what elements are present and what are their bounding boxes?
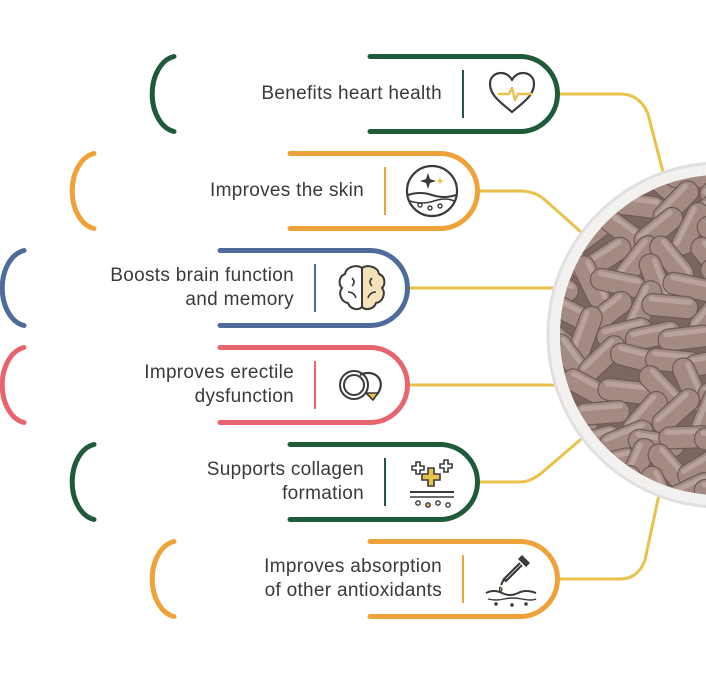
capsule (677, 445, 706, 487)
pill-divider (462, 555, 464, 603)
connector-line (558, 92, 667, 182)
capsule-highlight (603, 422, 645, 443)
pill-divider (462, 70, 464, 118)
pill-left-bracket (149, 539, 177, 619)
capsule (560, 175, 577, 206)
capsule-highlight (560, 216, 566, 246)
capsule (560, 479, 587, 495)
pill-frame (69, 442, 480, 522)
pill-frame (69, 151, 480, 231)
capsule-highlight (560, 455, 597, 466)
pill-frame (149, 54, 560, 134)
capsule-highlight (601, 320, 645, 335)
capsule-highlight (583, 239, 622, 267)
benefit-antioxidant-absorption: Improves absorption of other antioxidant… (149, 539, 560, 619)
pill-outline (287, 151, 480, 231)
capsule-highlight (604, 381, 649, 391)
pill-left-bracket (149, 54, 177, 134)
capsule-highlight (670, 274, 706, 289)
pill-divider (314, 361, 316, 409)
capsule-highlight (579, 403, 624, 412)
capsule-highlight (597, 270, 641, 285)
capsule-highlight (627, 284, 650, 326)
capsule (651, 388, 701, 435)
capsule-highlight (655, 391, 690, 423)
dropper-icon (485, 555, 537, 607)
capsule-highlight (560, 425, 570, 449)
capsule (565, 479, 622, 495)
capsule (700, 258, 706, 304)
capsule-highlight (560, 175, 565, 196)
capsule-highlight (625, 394, 657, 429)
benefit-label: Boosts brain function and memory (110, 265, 294, 310)
capsule (696, 215, 706, 252)
connector-line (478, 189, 592, 242)
pill-left-bracket (0, 345, 27, 425)
pill-divider (314, 264, 316, 312)
benefit-collagen: Supports collagen formation (69, 442, 480, 522)
collagen-plus-icon (410, 459, 454, 508)
capsule-highlight (560, 482, 579, 495)
circle-arrow-icon (339, 370, 382, 401)
benefit-label: Improves absorption of other antioxidant… (264, 556, 442, 601)
skin-sparkle-icon (405, 164, 459, 218)
brain-icon (338, 265, 386, 311)
pill-outline (367, 539, 560, 619)
benefit-label: Improves the skin (210, 180, 364, 201)
capsule-highlight (570, 482, 614, 495)
benefit-heart-health: Benefits heart health (149, 54, 560, 134)
benefit-label: Benefits heart health (261, 83, 442, 104)
capsule-highlight (674, 206, 697, 247)
pill-outline (367, 54, 560, 134)
capsule-highlight (630, 323, 674, 337)
heart-pulse-icon (488, 71, 536, 114)
pill-frame (0, 345, 410, 425)
capsule-highlight (564, 175, 609, 177)
benefit-label: Improves erectile dysfunction (144, 362, 294, 407)
capsule-highlight (693, 389, 706, 431)
capsule-highlight (663, 327, 706, 338)
pill-outline (217, 248, 410, 328)
pill-divider (384, 167, 386, 215)
capsule (641, 293, 699, 320)
pill-left-bracket (69, 151, 97, 231)
capsule (560, 451, 603, 480)
capsule-highlight (637, 210, 673, 240)
capsule-highlight (660, 239, 691, 275)
pill-divider (384, 458, 386, 506)
capsule-highlight (648, 296, 693, 305)
benefit-brain-function: Boosts brain function and memory (0, 248, 410, 328)
capsule-highlight (655, 183, 688, 217)
pill-outline (217, 345, 410, 425)
benefit-erectile-dysfunction: Improves erectile dysfunction (0, 345, 410, 425)
connector-line (558, 488, 662, 581)
pill-left-bracket (69, 442, 97, 522)
capsule-highlight (649, 368, 682, 402)
benefit-label: Supports collagen formation (206, 459, 364, 504)
capsule-highlight (689, 350, 706, 364)
capsule-highlight (681, 449, 706, 475)
capsule-highlight (618, 238, 648, 275)
pill-outline (287, 442, 480, 522)
benefit-skin: Improves the skin (69, 151, 480, 231)
pill-frame (149, 539, 560, 619)
capsule-highlight (562, 186, 583, 228)
capsule-highlight (581, 338, 615, 371)
capsule (693, 478, 706, 495)
capsule-highlight (598, 175, 642, 185)
capsule-highlight (692, 291, 706, 327)
pill-frame (0, 248, 410, 328)
capsule (693, 427, 706, 452)
connector-line (478, 438, 582, 484)
capsule-highlight (571, 310, 590, 353)
pill-left-bracket (0, 248, 27, 328)
capsule (560, 175, 616, 192)
